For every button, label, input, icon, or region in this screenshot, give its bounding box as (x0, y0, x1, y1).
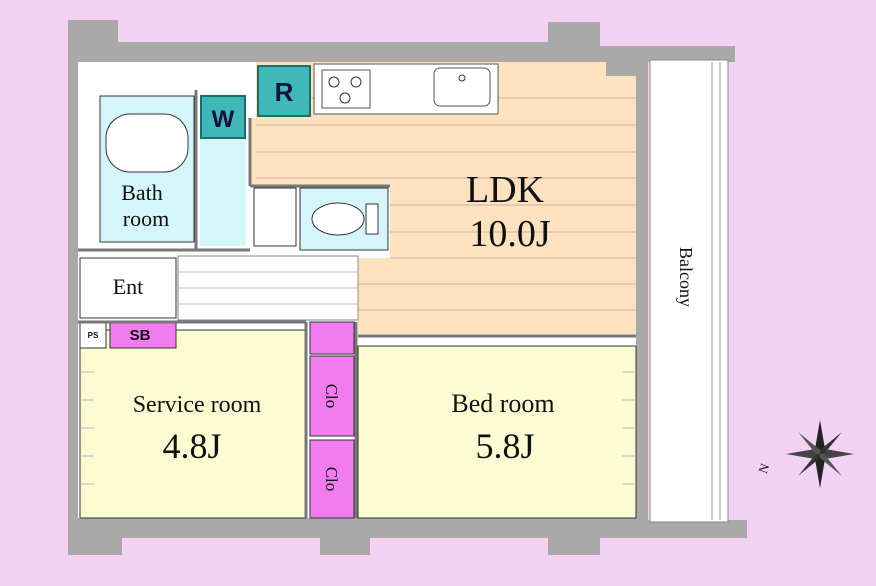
svg-text:R: R (275, 77, 294, 107)
toilet-icon (311, 202, 365, 236)
balcony (649, 59, 729, 523)
service-room (79, 329, 307, 519)
svg-text:W: W (212, 106, 235, 133)
bed-room-size: 5.8J (475, 426, 534, 466)
bed-room (357, 345, 637, 519)
entrance-label: Ent (113, 274, 144, 299)
balcony-label: Balcony (676, 247, 696, 307)
closet-2-label: Clo (322, 467, 341, 492)
bed-room-label: Bed room (451, 389, 554, 418)
stove-icon (321, 69, 371, 109)
pipe-space-label: PS (88, 331, 99, 340)
hall (79, 255, 359, 321)
interior-walls (78, 90, 636, 518)
service-room-label: Service room (133, 392, 262, 418)
washbasin-icon (253, 187, 297, 247)
tag-washer: W (200, 95, 246, 139)
compass-icon (786, 420, 854, 488)
tag-fridge: R (257, 65, 311, 117)
kitchen-counter (313, 63, 499, 115)
ldk-label: LDK (466, 169, 545, 211)
sink-icon (433, 67, 491, 107)
bathtub-icon (105, 113, 189, 173)
shoe-box-label: SB (130, 327, 151, 344)
closets (79, 321, 355, 519)
closet-1-label: Clo (322, 384, 341, 409)
bath-label-line2: room (123, 206, 169, 231)
service-room-size: 4.8J (162, 426, 221, 466)
bath-label-line1: Bath (121, 180, 163, 205)
ldk-size: 10.0J (469, 213, 550, 255)
compass-north-label: N (755, 461, 773, 476)
